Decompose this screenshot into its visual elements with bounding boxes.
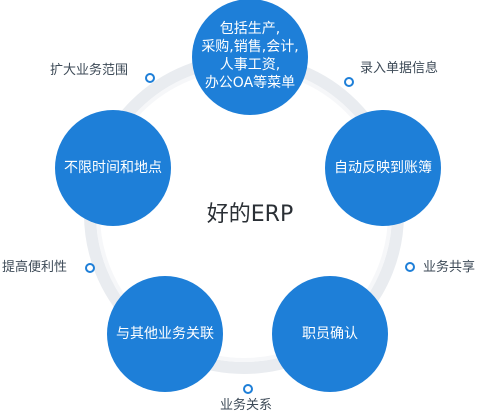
ring-dot-4 (85, 263, 95, 273)
node-top-line-1: 包括生产, (219, 21, 281, 37)
ring-dot-5 (145, 73, 155, 83)
ring-label-scope: 扩大业务范围 (50, 63, 129, 78)
ring-label-sharing: 业务共享 (423, 260, 476, 275)
node-label-bottom-left: 与其他业务关联 (108, 325, 222, 343)
node-circles (55, 0, 441, 392)
ring-dot-3 (243, 384, 253, 394)
node-circle-left (55, 110, 171, 226)
node-top-line-2: 采购,销售,会计, (201, 39, 299, 55)
node-top-line-4: 办公OA等菜单 (204, 75, 296, 91)
node-top-line-3: 人事工资, (219, 57, 281, 73)
node-circle-bottom-left (107, 276, 223, 392)
node-bottom-left-line-1: 与其他业务关联 (116, 326, 214, 342)
node-left-line-1: 不限时间和地点 (64, 160, 162, 176)
ring-label-convenience: 提高便利性 (2, 260, 68, 275)
ring-dots (85, 73, 415, 394)
ring-dot-2 (405, 262, 415, 272)
node-label-right: 自动反映到账簿 (326, 159, 440, 177)
node-circle-bottom-right (272, 276, 388, 392)
node-circle-top (192, 0, 308, 115)
ring-label-relation: 业务关系 (220, 398, 273, 413)
ring-label-entry: 录入单据信息 (360, 61, 439, 76)
ring-dot-1 (344, 77, 354, 87)
node-right-line-1: 自动反映到账簿 (334, 160, 432, 176)
center-title: 好的ERP (206, 202, 294, 227)
node-label-top: 包括生产, 采购,销售,会计, 人事工资, 办公OA等菜单 (190, 20, 310, 92)
node-bottom-right-line-1: 职员确认 (302, 326, 358, 342)
node-label-bottom-right: 职员确认 (280, 325, 380, 343)
node-circle-right (325, 110, 441, 226)
node-label-left: 不限时间和地点 (56, 159, 170, 177)
